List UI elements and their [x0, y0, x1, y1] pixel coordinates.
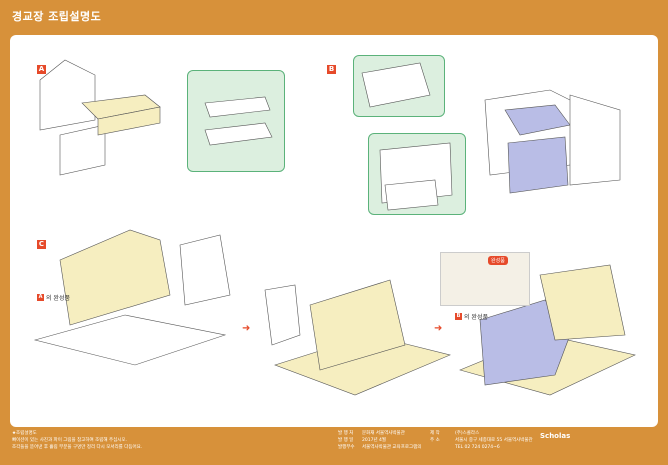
detail-panel-a [187, 70, 285, 172]
footer-right-keys: 제 작 주 소 [430, 431, 440, 443]
page-title: 경교장 조립설명도 [12, 10, 102, 23]
mini-badge-a: A [37, 294, 44, 301]
photo-tag: 완성품 [488, 256, 508, 265]
finished-model-photo [440, 252, 530, 306]
instruction-sheet: A B C [10, 35, 658, 427]
footer-mid-vals: 문화재 서울역사박물관 2017년 4월 서울역사박물관 교육프로그램의 [362, 431, 422, 450]
footer-mid-keys: 발 행 처 발 행 일 발행부수 [338, 431, 355, 450]
section-badge-c: C [37, 240, 46, 249]
assembly-illustration [33, 59, 636, 396]
section-badge-a: A [37, 65, 46, 74]
mini-badge-b: B [455, 313, 462, 320]
step-arrow-icon-2: ➜ [434, 323, 443, 334]
step-arrow-icon: ➜ [242, 323, 251, 334]
brand-logo: Scholas [540, 432, 571, 440]
footer-left: ★조립설명도 뼈이션이 있는 사진과 파이 그림을 참고하여 조립해 주십시오.… [12, 431, 143, 450]
a-complete-label: A 의 완성품 [37, 294, 70, 302]
b-complete-label: B 의 완성품 [455, 313, 488, 321]
section-badge-b: B [327, 65, 336, 74]
footer-right-vals: (주)스콜라스 서울시 중구 세종대로 55 서울역사박물관 TEL 02 72… [455, 431, 533, 450]
footer: ★조립설명도 뼈이션이 있는 사진과 파이 그림을 참고하여 조립해 주십시오.… [0, 427, 668, 465]
